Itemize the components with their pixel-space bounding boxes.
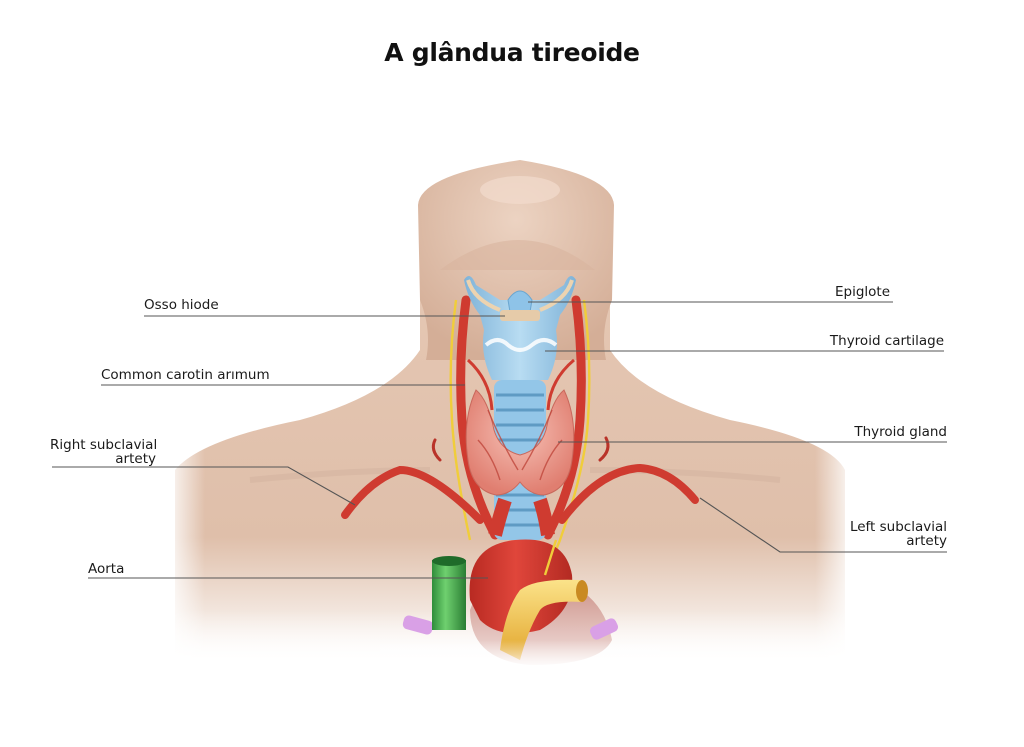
label-aorta: Aorta — [88, 561, 125, 577]
leader-lines — [52, 301, 947, 579]
label-common-carotid: Common carotin arımum — [101, 367, 270, 383]
diagram-title: A glândua tireoide — [384, 38, 640, 67]
thyroid-gland — [465, 358, 575, 496]
label-left-subclavian-line1: Left subclavial — [849, 519, 947, 535]
label-thyroid-cartilage: Thyroid cartilage — [829, 333, 944, 349]
label-osso-hiode: Osso hiode — [144, 297, 219, 313]
label-left-subclavian: Left subclavial artety — [820, 520, 947, 548]
label-right-subclavian: Right subclavial artety — [50, 437, 158, 467]
subclavian-arteries — [341, 436, 699, 524]
label-epiglote: Epiglote — [834, 284, 890, 300]
label-left-subclavian-line2: artety — [906, 533, 947, 549]
label-right-subclavian-line2: artety — [115, 451, 156, 467]
carotid-arteries — [456, 295, 586, 540]
label-thyroid-gland: Thyroid gland — [854, 424, 947, 440]
label-right-subclavian-line1: Right subclavial — [50, 437, 158, 453]
